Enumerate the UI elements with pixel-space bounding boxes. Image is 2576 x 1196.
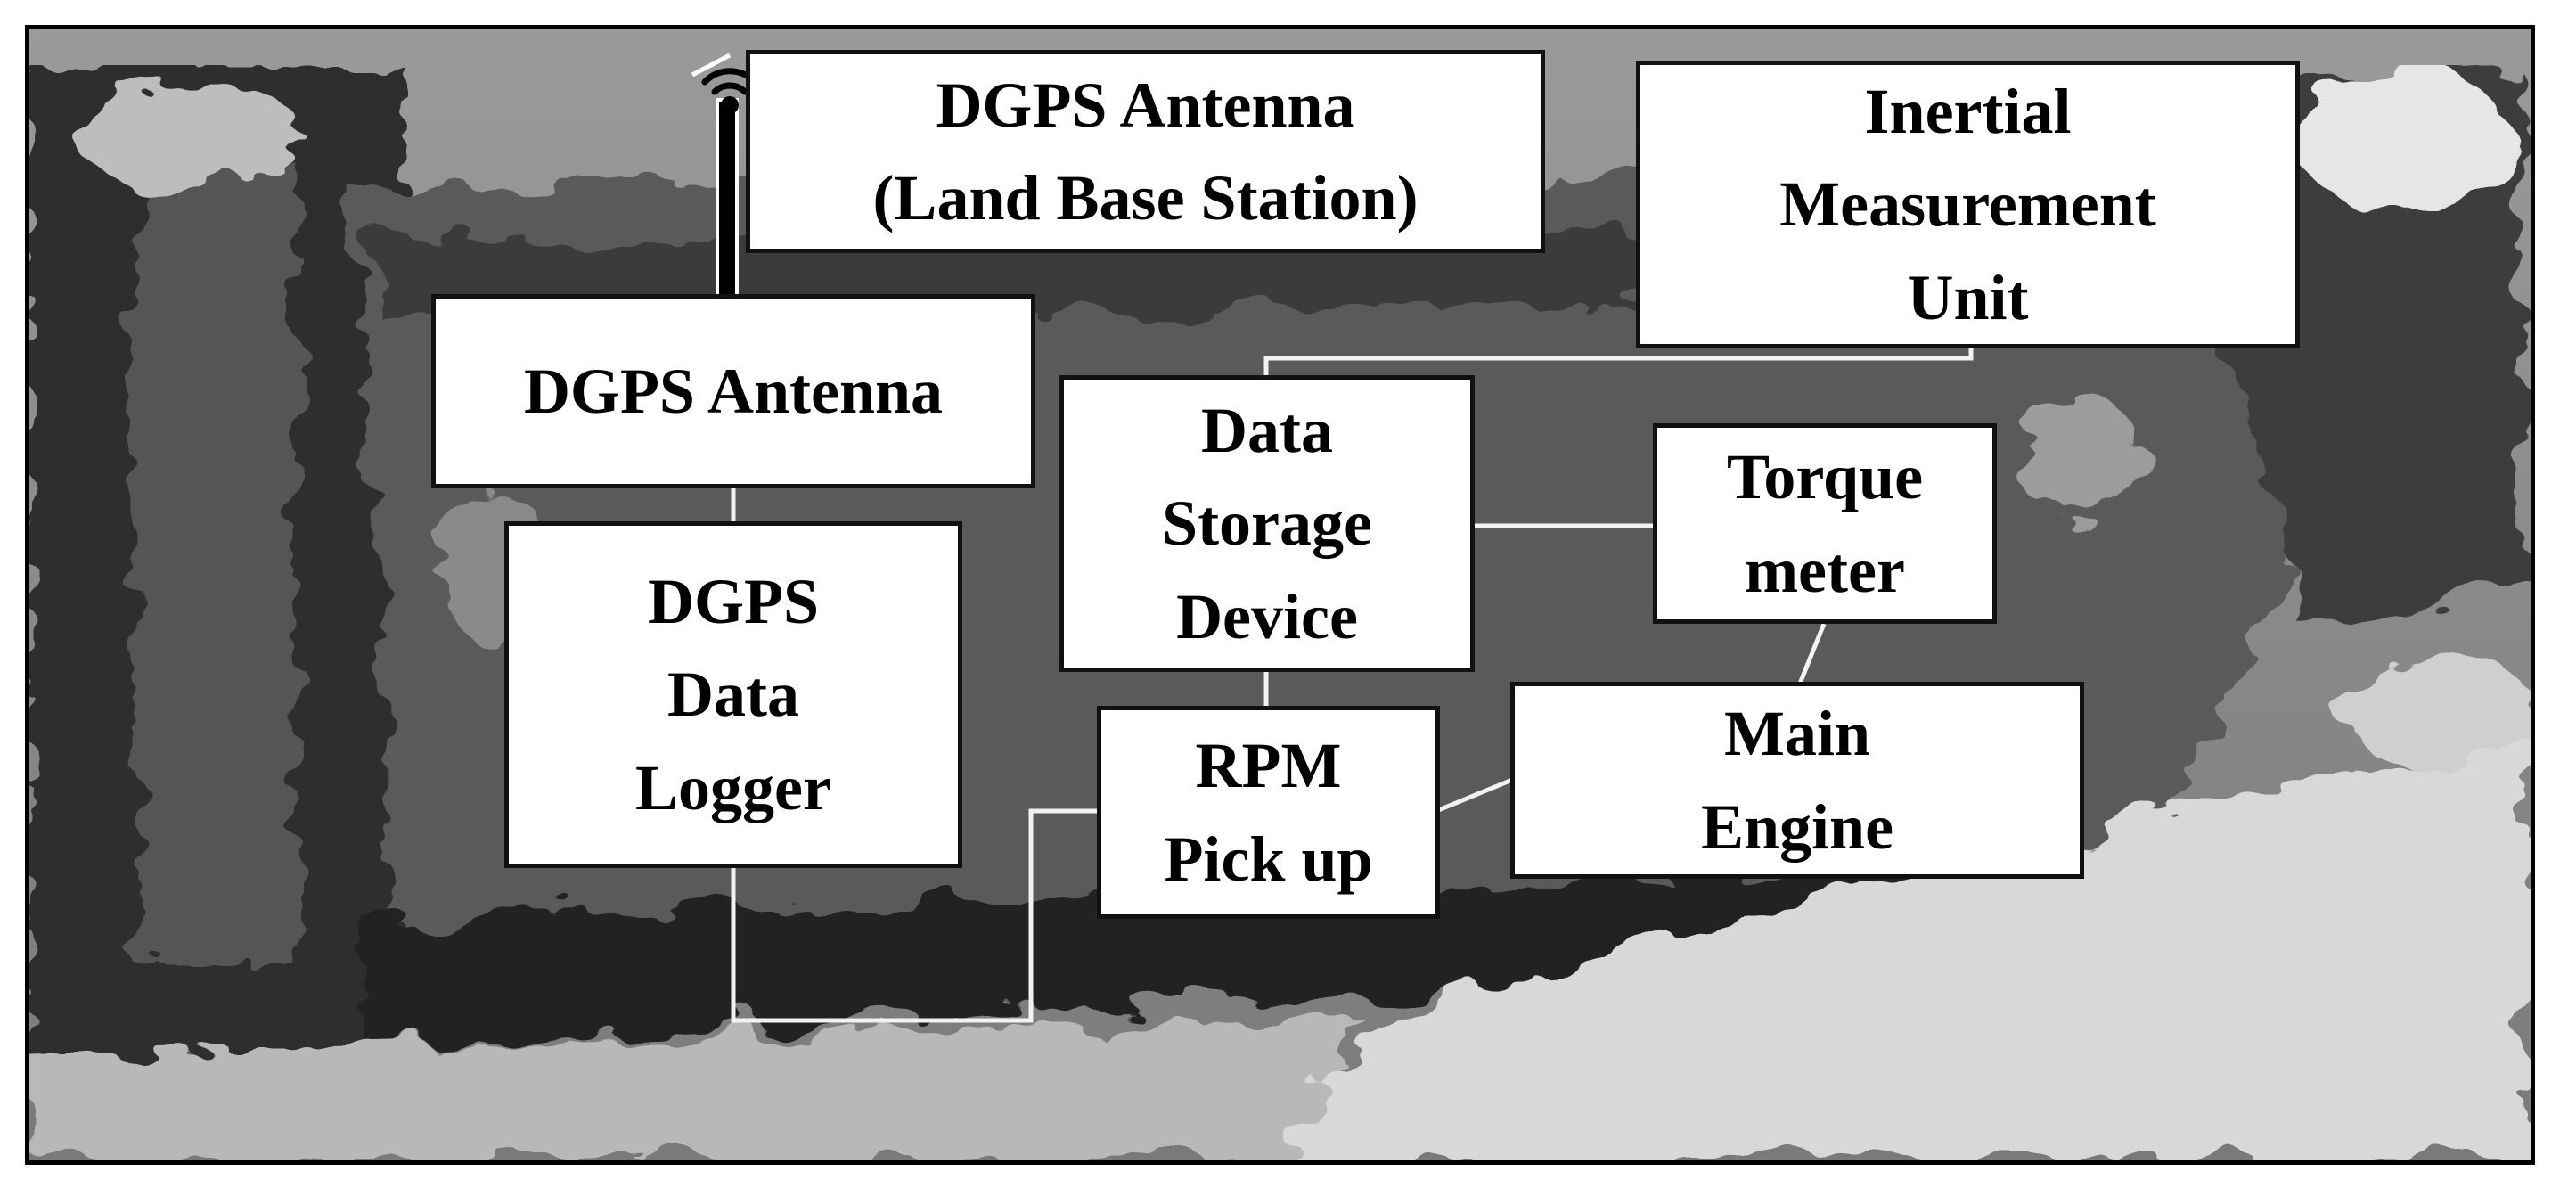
wire-imu-to-storage [1263, 343, 1974, 379]
dgps-antenna-base-station-box: DGPS Antenna (Land Base Station) [746, 50, 1545, 253]
rpm-pickup-box: RPM Pick up [1097, 706, 1440, 919]
wire-logger-to-rpm [731, 808, 1102, 1023]
main-engine-box: Main Engine [1510, 682, 2084, 879]
antenna-mast [716, 98, 739, 299]
inertial-measurement-unit-box: Inertial Measurement Unit [1636, 61, 2300, 348]
wire-torque-to-engine [1797, 623, 1827, 684]
torque-meter-box: Torque meter [1653, 423, 1997, 624]
dgps-antenna-box: DGPS Antenna [431, 294, 1035, 488]
wire-rpm-to-engine [1435, 777, 1513, 814]
data-storage-device-box: Data Storage Device [1059, 375, 1475, 672]
dgps-data-logger-box: DGPS Data Logger [504, 521, 962, 868]
